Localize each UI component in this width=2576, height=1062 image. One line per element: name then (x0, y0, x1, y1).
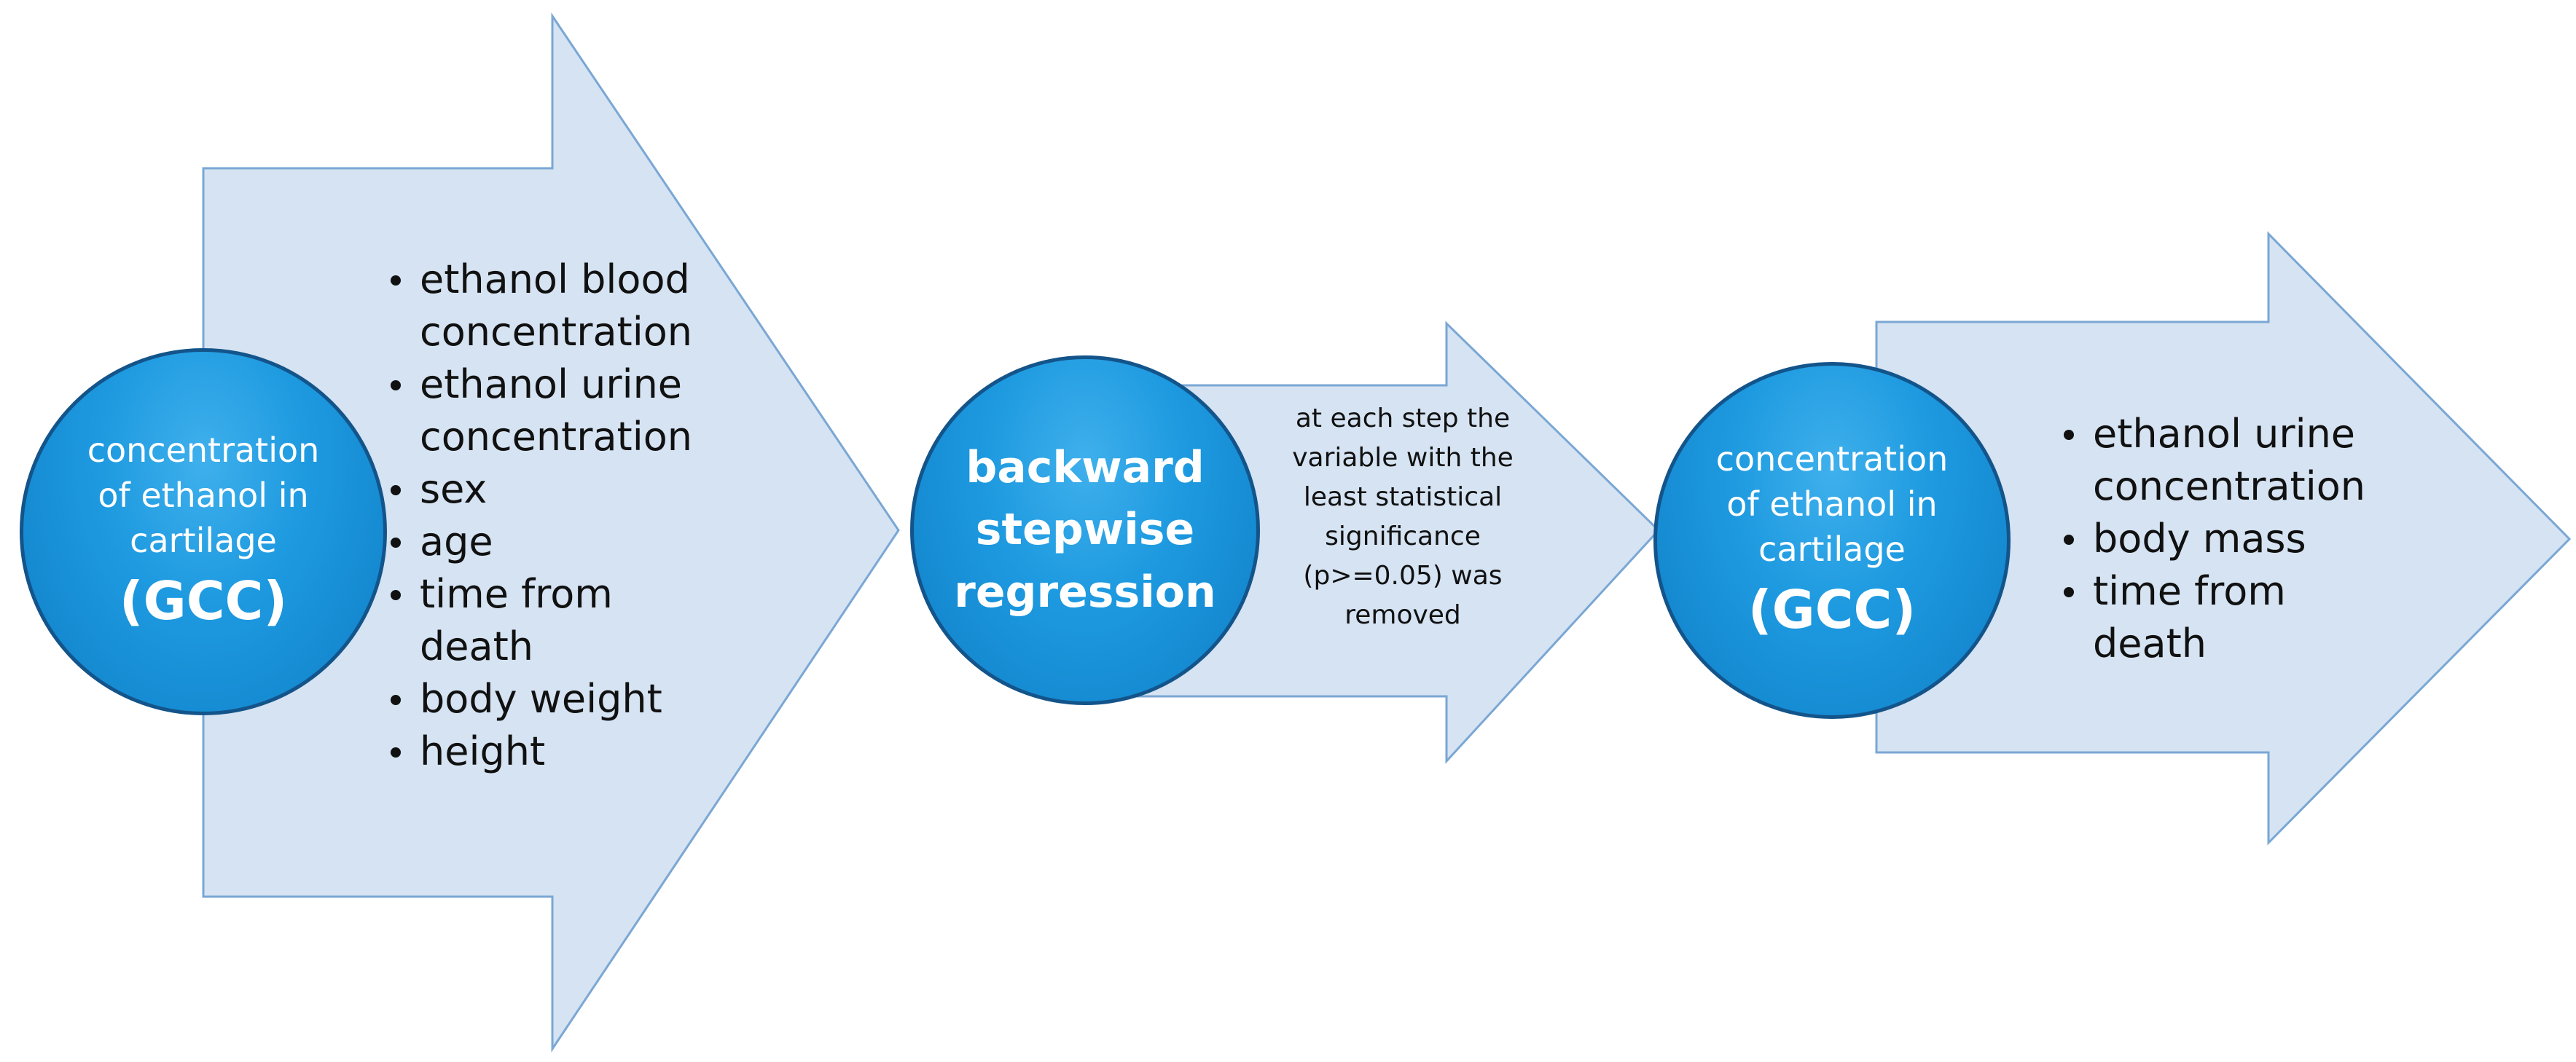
method-node-label-1: backward (966, 442, 1205, 494)
input-node-circle: concentration of ethanol in cartilage (G… (20, 348, 387, 715)
output-node-circle: concentration of ethanol in cartilage (G… (1653, 362, 2011, 719)
input-variable-item: ethanol blood concentration (386, 253, 729, 358)
input-variable-item: sex (386, 463, 729, 516)
method-node-label-2: stepwise (975, 504, 1195, 556)
input-variable-list: ethanol blood concentration ethanol urin… (386, 253, 729, 778)
method-node-circle: backward stepwise regression (910, 355, 1260, 705)
input-node-label-2: of ethanol in (98, 476, 309, 516)
input-variable-item: height (386, 725, 729, 778)
output-node-label-1: concentration (1715, 439, 1949, 479)
output-variable-list: ethanol urine concentration body mass ti… (2059, 408, 2402, 670)
input-node-abbreviation: (GCC) (119, 570, 288, 632)
output-variable-item: time from death (2059, 565, 2402, 670)
output-variable-item: body mass (2059, 513, 2402, 565)
input-node-label-1: concentration (87, 430, 320, 471)
output-variable-item: ethanol urine concentration (2059, 408, 2402, 513)
input-variable-item: age (386, 516, 729, 568)
input-variable-item: body weight (386, 673, 729, 725)
output-arrow (1875, 231, 2572, 846)
method-arrow (1135, 320, 1661, 764)
input-variable-item: time from death (386, 568, 729, 673)
input-arrow (202, 12, 900, 1053)
input-variable-item: ethanol urine concentration (386, 358, 729, 463)
input-node-label-3: cartilage (130, 521, 277, 561)
method-node-label-3: regression (954, 566, 1216, 618)
output-node-label-2: of ethanol in (1726, 484, 1938, 524)
method-note: at each step the variable with the least… (1292, 404, 1514, 630)
output-node-abbreviation: (GCC) (1747, 579, 1917, 641)
output-node-label-3: cartilage (1758, 530, 1906, 570)
